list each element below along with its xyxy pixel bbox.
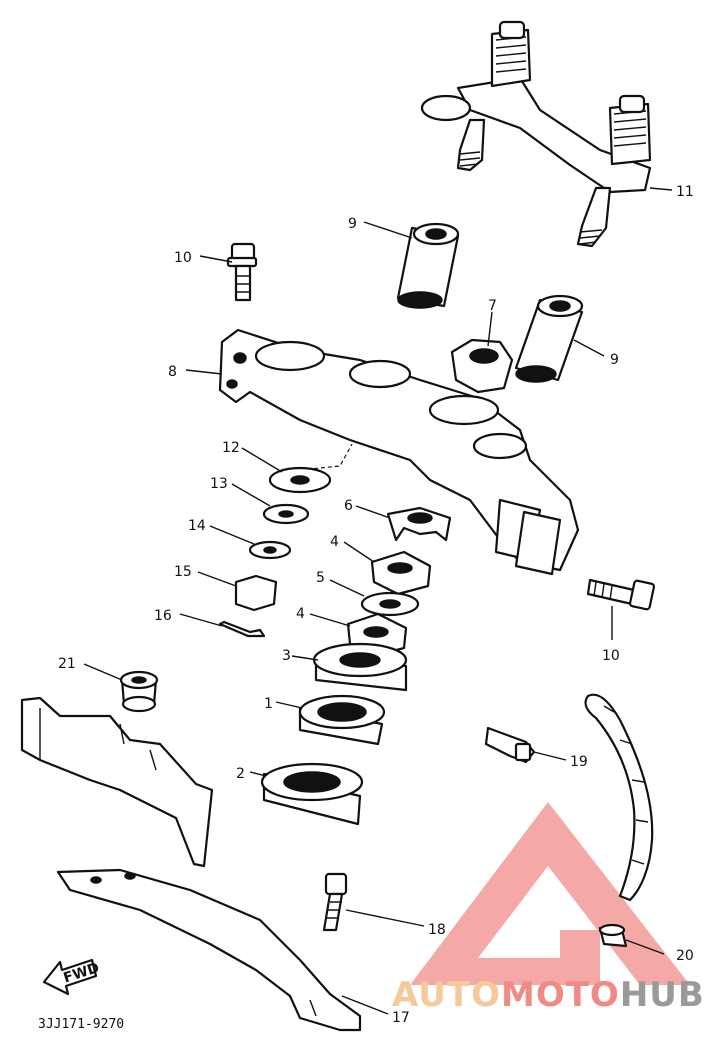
callout-7: 7 <box>488 298 497 314</box>
part-5-washer <box>329 579 420 617</box>
part-19-fitting <box>484 726 567 764</box>
part-18-bolt <box>322 872 425 932</box>
callout-16: 16 <box>154 608 172 624</box>
callout-6: 6 <box>344 498 353 514</box>
callout-12: 12 <box>222 440 240 456</box>
callout-14: 14 <box>188 518 206 534</box>
callout-10a: 10 <box>174 250 192 266</box>
fwd-label: FWD <box>62 960 102 987</box>
part-9-damper-lower <box>514 294 605 383</box>
callout-8: 8 <box>168 364 177 380</box>
callout-2: 2 <box>236 766 245 782</box>
bracket-plate <box>20 696 214 868</box>
callout-3: 3 <box>282 648 291 664</box>
watermark-text-auto: AUTO <box>392 975 501 1015</box>
callout-9b: 9 <box>610 352 619 368</box>
callout-1: 1 <box>264 696 273 712</box>
callout-11: 11 <box>676 184 694 200</box>
callout-13: 13 <box>210 476 228 492</box>
callout-5: 5 <box>316 570 325 586</box>
part-10-bolt-left <box>199 242 258 302</box>
diagram-code: 3JJ171-9270 <box>38 1017 124 1032</box>
callout-17: 17 <box>392 1010 410 1026</box>
part-14-lock-washer <box>209 525 292 560</box>
callout-19: 19 <box>570 754 588 770</box>
callout-10b: 10 <box>602 648 620 664</box>
part-3-dust-seal <box>291 642 408 692</box>
watermark-text-hub: HUB <box>620 975 705 1015</box>
part-1-bearing-upper <box>275 694 386 746</box>
callout-4b: 4 <box>296 606 305 622</box>
callout-21: 21 <box>58 656 76 672</box>
cable <box>584 693 654 902</box>
part-11-handlebar-holder <box>420 20 673 248</box>
fwd-arrow-icon: FWD <box>42 958 102 996</box>
watermark-text: AUTOMOTOHUB <box>392 975 705 1015</box>
watermark-text-moto: MOTO <box>501 975 620 1015</box>
part-2-bearing-lower <box>249 762 364 826</box>
part-15-nut <box>197 571 278 612</box>
svg-text:AUTOMOTOHUB: AUTOMOTOHUB <box>392 975 705 1015</box>
part-16-cotter-pin <box>179 613 266 638</box>
part-6-claw-washer <box>355 505 452 542</box>
callout-9a: 9 <box>348 216 357 232</box>
part-8-upper-bracket <box>185 328 580 576</box>
part-4-ring-nut-upper <box>343 541 432 596</box>
callout-18: 18 <box>428 922 446 938</box>
part-7-steering-nut <box>450 311 514 394</box>
part-9-damper-upper <box>363 221 460 309</box>
callout-15: 15 <box>174 564 192 580</box>
part-17-lower-cover <box>56 868 389 1032</box>
part-12-washer <box>241 447 332 494</box>
callout-20: 20 <box>676 948 694 964</box>
callout-labels: 11 9 10 7 9 8 12 13 6 14 4 15 5 4 16 10 … <box>58 184 694 1026</box>
part-13-washer-small <box>231 483 310 525</box>
part-21-grommet <box>83 663 159 713</box>
part-20-cap <box>598 923 665 955</box>
callout-4a: 4 <box>330 534 339 550</box>
part-10-bolt-right <box>586 578 656 640</box>
